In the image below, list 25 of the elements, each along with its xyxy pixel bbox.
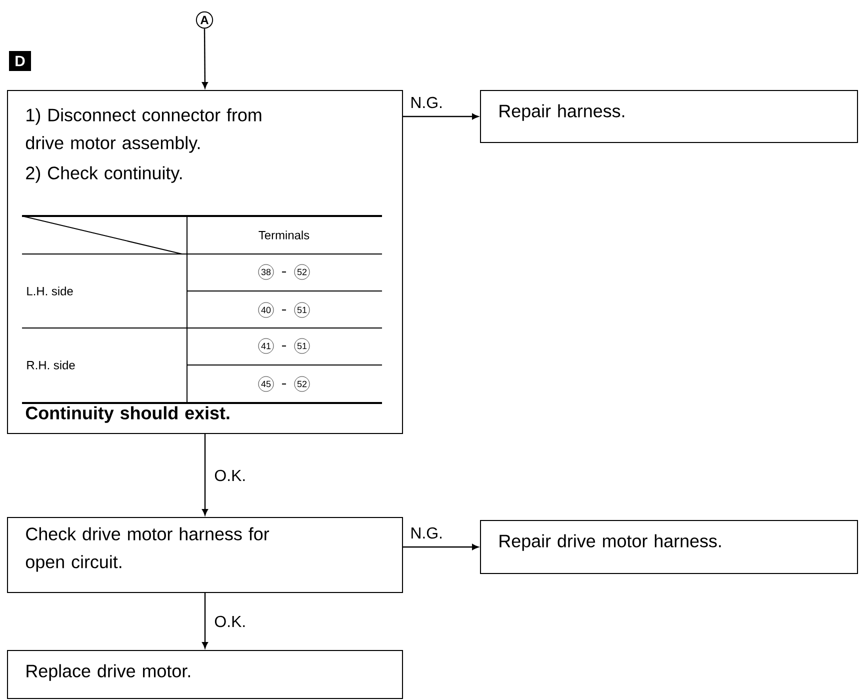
arrow	[202, 28, 208, 88]
step-box: Check drive motor harness for open circuit.	[7, 517, 403, 593]
row-label: R.H. side	[27, 360, 75, 370]
terminal-number: 41	[258, 338, 274, 354]
terminal-number: 45	[258, 376, 274, 392]
edge-label: N.G.	[409, 96, 444, 110]
terminal-number: 51	[294, 302, 310, 318]
table-header: Terminals	[258, 230, 310, 240]
arrow	[202, 593, 208, 648]
row-label: L.H. side	[27, 286, 73, 296]
terminal-number: 40	[258, 302, 274, 318]
arrow	[202, 434, 208, 516]
step-badge: D	[9, 51, 31, 71]
edge-label: O.K.	[213, 468, 248, 482]
edge-label: N.G.	[409, 526, 444, 540]
step-box: Repair harness.	[480, 90, 858, 143]
edge-label: O.K.	[213, 614, 248, 628]
step-box: Replace drive motor.	[7, 650, 403, 699]
step-box: Repair drive motor harness.	[480, 520, 858, 574]
terminal-number: 38	[258, 264, 274, 280]
terminal-number: 52	[294, 376, 310, 392]
terminal-number: 51	[294, 338, 310, 354]
arrow	[403, 114, 478, 120]
arrow	[403, 544, 478, 550]
terminal-number: 52	[294, 264, 310, 280]
